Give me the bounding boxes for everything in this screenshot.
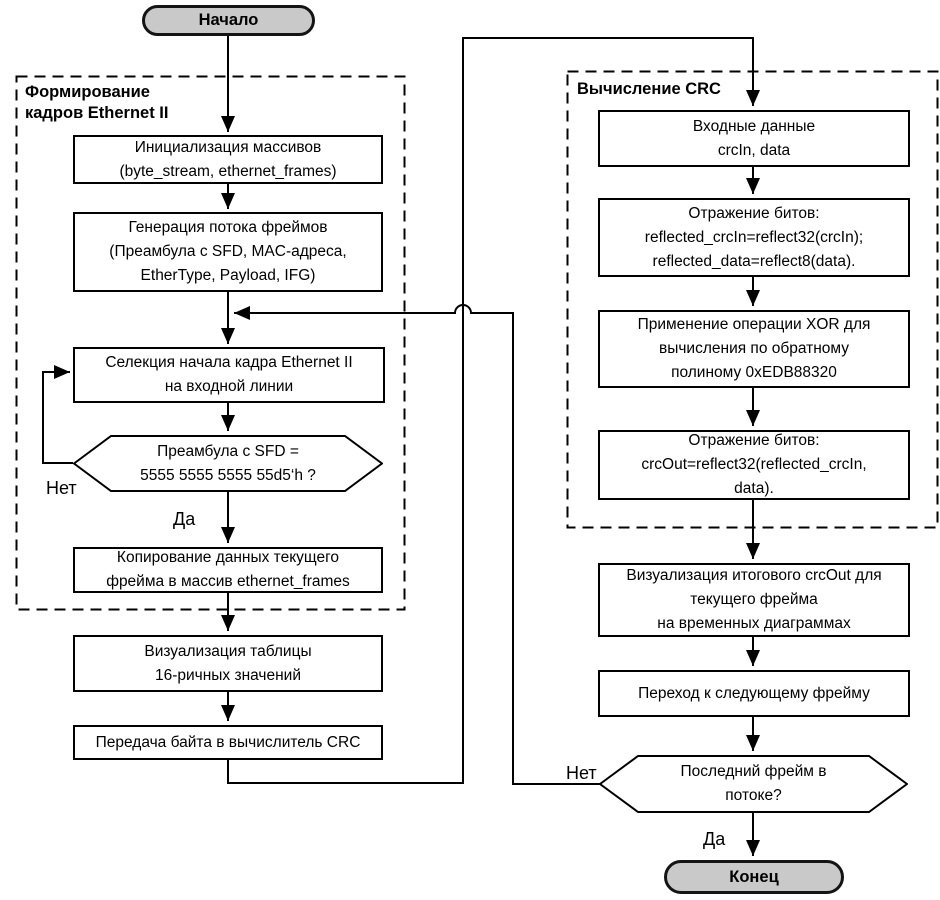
process-next-frame: Переход к следующему фрейму (598, 670, 910, 717)
process-visualize-crcout: Визуализация итогового crcOut для текуще… (598, 563, 910, 637)
edge-label-last-no: Нет (566, 763, 597, 783)
process-copy-frame-data: Копирование данных текущего фрейма в мас… (73, 547, 383, 593)
group-crc-label: Вычисление CRC (577, 80, 721, 98)
hexagon-shape (599, 755, 908, 813)
process-xor-polynomial: Применение операции XOR для вычисления п… (598, 310, 910, 388)
decision-preamble-check: Преамбула с SFD = 5555 5555 5555 55d5‘h … (73, 435, 383, 492)
process-generate-frames: Генерация потока фреймов (Преамбула с SF… (73, 212, 383, 292)
process-crc-input-data: Входные данные crcIn, data (598, 110, 910, 167)
process-transfer-byte: Передача байта в вычислитель CRC (73, 725, 383, 760)
edge-transfer-to-crcinput (227, 37, 760, 784)
edge-label-preamble-no: Нет (46, 478, 77, 498)
hexagon-shape (73, 435, 383, 492)
decision-last-frame-check: Последний фрейм в потоке? (599, 755, 908, 813)
edge-preamble-no-loop (42, 365, 73, 464)
process-select-frame-start: Селекция начала кадра Ethernet II на вхо… (73, 347, 385, 403)
process-init-arrays: Инициализация массивов (byte_stream, eth… (73, 135, 383, 184)
start-terminal: Начало (142, 5, 315, 36)
start-label: Начало (198, 11, 259, 29)
end-terminal: Конец (664, 860, 844, 894)
edge-label-preamble-yes: Да (173, 509, 196, 529)
process-reflect-input-bits: Отражение битов: reflected_crcIn=reflect… (598, 198, 910, 277)
group-frame-formation-label: Формирование кадров Ethernet II (25, 83, 169, 122)
process-visualize-hex-table: Визуализация таблицы 16-ричных значений (73, 635, 383, 692)
edge-label-last-yes: Да (703, 829, 726, 849)
process-reflect-output-bits: Отражение битов: crcOut=reflect32(reflec… (598, 430, 910, 500)
group-frame-formation-border (15, 75, 406, 611)
end-label: Конец (729, 867, 779, 886)
edge-lastframe-no-loop (234, 304, 600, 785)
